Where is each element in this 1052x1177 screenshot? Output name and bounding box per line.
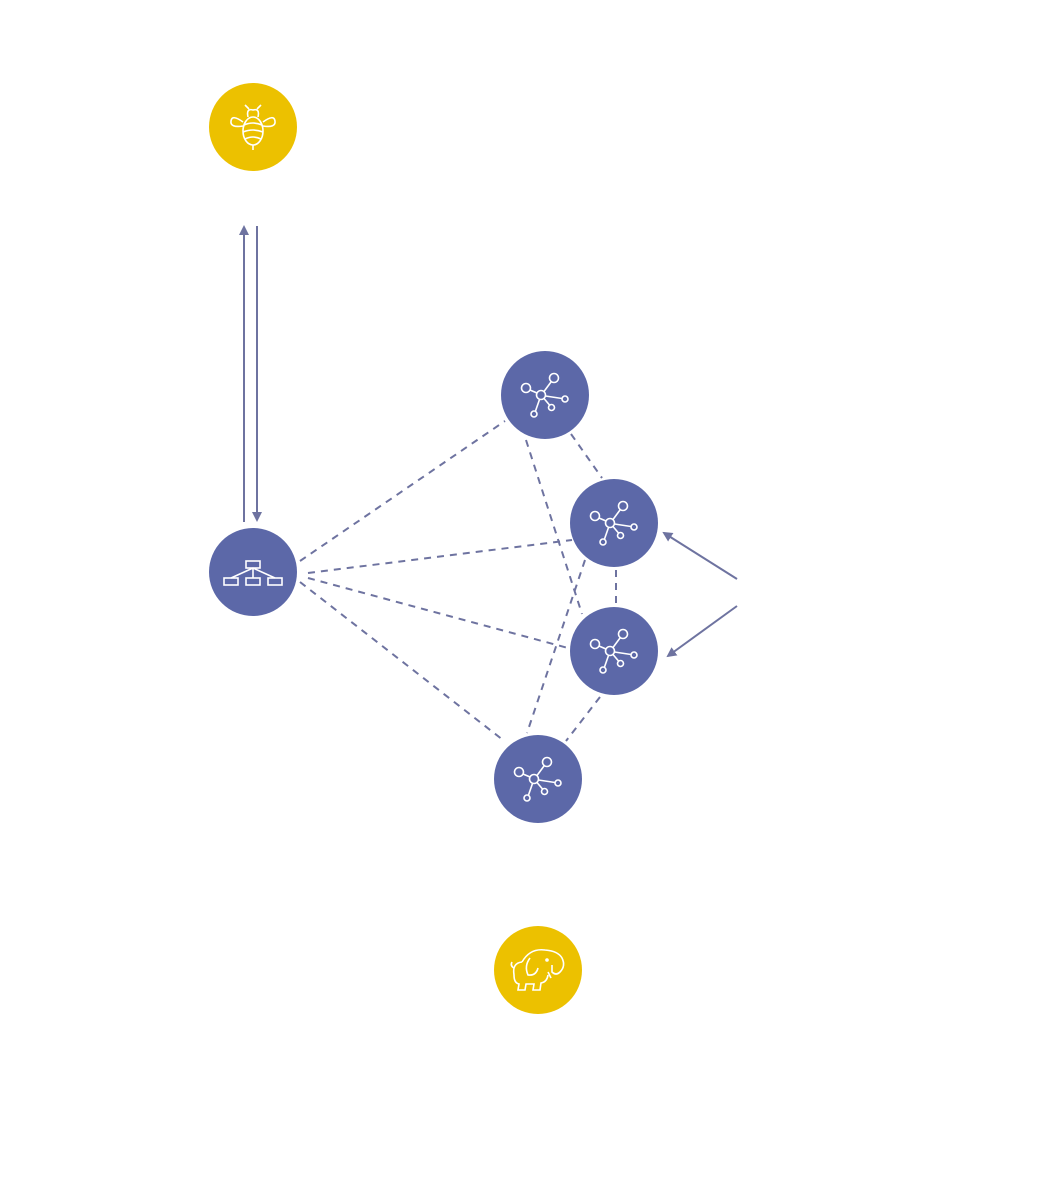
cluster-node-1[interactable] — [501, 351, 589, 439]
cluster-node-2[interactable] — [570, 479, 658, 567]
arrow-to-node3 — [666, 605, 738, 658]
edge-node3-node4 — [565, 696, 601, 742]
edge-node1-node3 — [525, 439, 583, 615]
cluster-node-3[interactable] — [570, 607, 658, 695]
edge-hierarchy-node3 — [307, 577, 569, 649]
cluster-node-4[interactable] — [494, 735, 582, 823]
edge-node1-node2 — [570, 433, 603, 479]
edge-hierarchy-node2 — [307, 539, 573, 574]
edges — [239, 225, 738, 742]
edge-node2-node4 — [526, 559, 586, 734]
edge-hierarchy-node1 — [299, 420, 506, 562]
edge-hierarchy-node4 — [299, 581, 504, 741]
bee-icon — [230, 104, 276, 150]
hive-node[interactable] — [209, 83, 297, 171]
hadoop-node[interactable] — [494, 926, 582, 1014]
arrow-to-node2 — [662, 531, 738, 580]
elephant-icon — [510, 948, 565, 991]
hierarchy-icon — [223, 560, 283, 586]
hierarchy-node[interactable] — [209, 528, 297, 616]
